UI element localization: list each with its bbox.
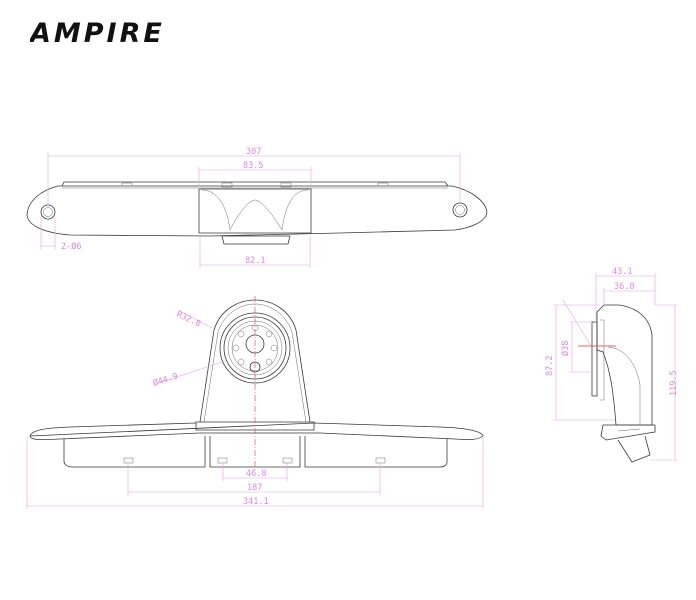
dim-clip-outer: 187 <box>247 483 262 493</box>
dim-lens-diameter-side: Ø38 <box>560 341 571 356</box>
brand-name: AMPIRE <box>30 18 165 48</box>
dim-mount-holes: 2-Ø6 <box>61 241 81 252</box>
dim-lens-diameter: Ø44.9 <box>152 370 180 388</box>
dim-radius: R32.8 <box>175 310 202 330</box>
ampire-logo: AMPIRE <box>28 18 230 49</box>
dim-height-front: 87.2 <box>545 356 555 376</box>
top-view: 307 83.5 82.1 2-Ø6 <box>26 147 488 268</box>
dim-height-total: 119.5 <box>669 370 679 396</box>
front-view: R32.8 Ø44.9 46.8 187 341.1 <box>26 296 484 509</box>
mount-hole-right-icon <box>452 202 468 218</box>
dim-depth-housing: 36.8 <box>614 282 634 292</box>
dim-clip-inner: 46.8 <box>246 469 266 479</box>
side-view: 43.1 36.8 87.2 Ø38 119.5 <box>545 267 679 463</box>
dim-overall-length: 341.1 <box>243 497 269 507</box>
dim-housing-top: 83.5 <box>243 161 263 171</box>
dim-housing-bottom: 82.1 <box>245 256 265 266</box>
dim-depth-total: 43.1 <box>612 267 632 277</box>
mount-hole-left-icon <box>40 204 56 220</box>
dim-overall-width: 307 <box>246 147 261 157</box>
